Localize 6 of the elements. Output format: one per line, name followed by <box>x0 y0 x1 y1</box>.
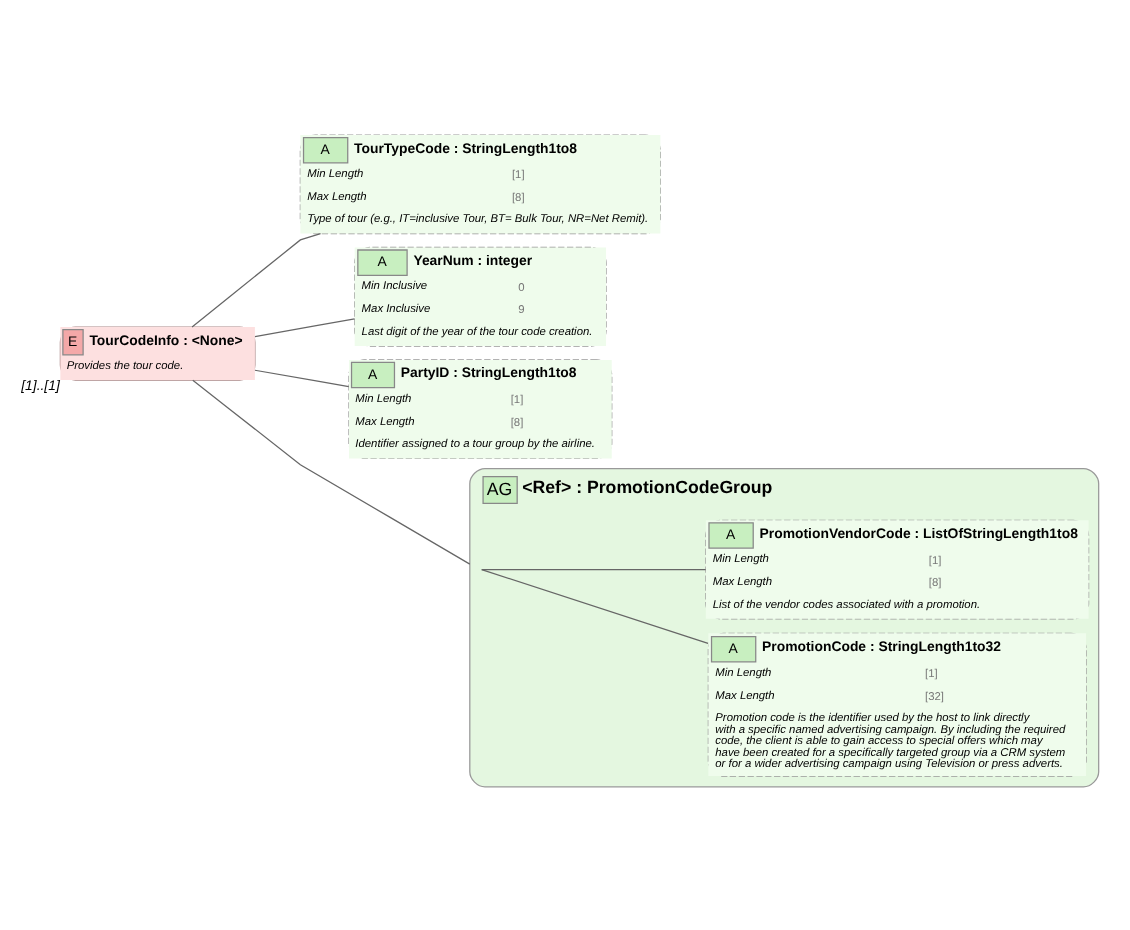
connector <box>192 378 471 564</box>
connector <box>191 232 322 327</box>
connector <box>254 317 356 337</box>
connector <box>481 567 709 644</box>
connector <box>254 368 350 387</box>
connector <box>481 567 707 570</box>
